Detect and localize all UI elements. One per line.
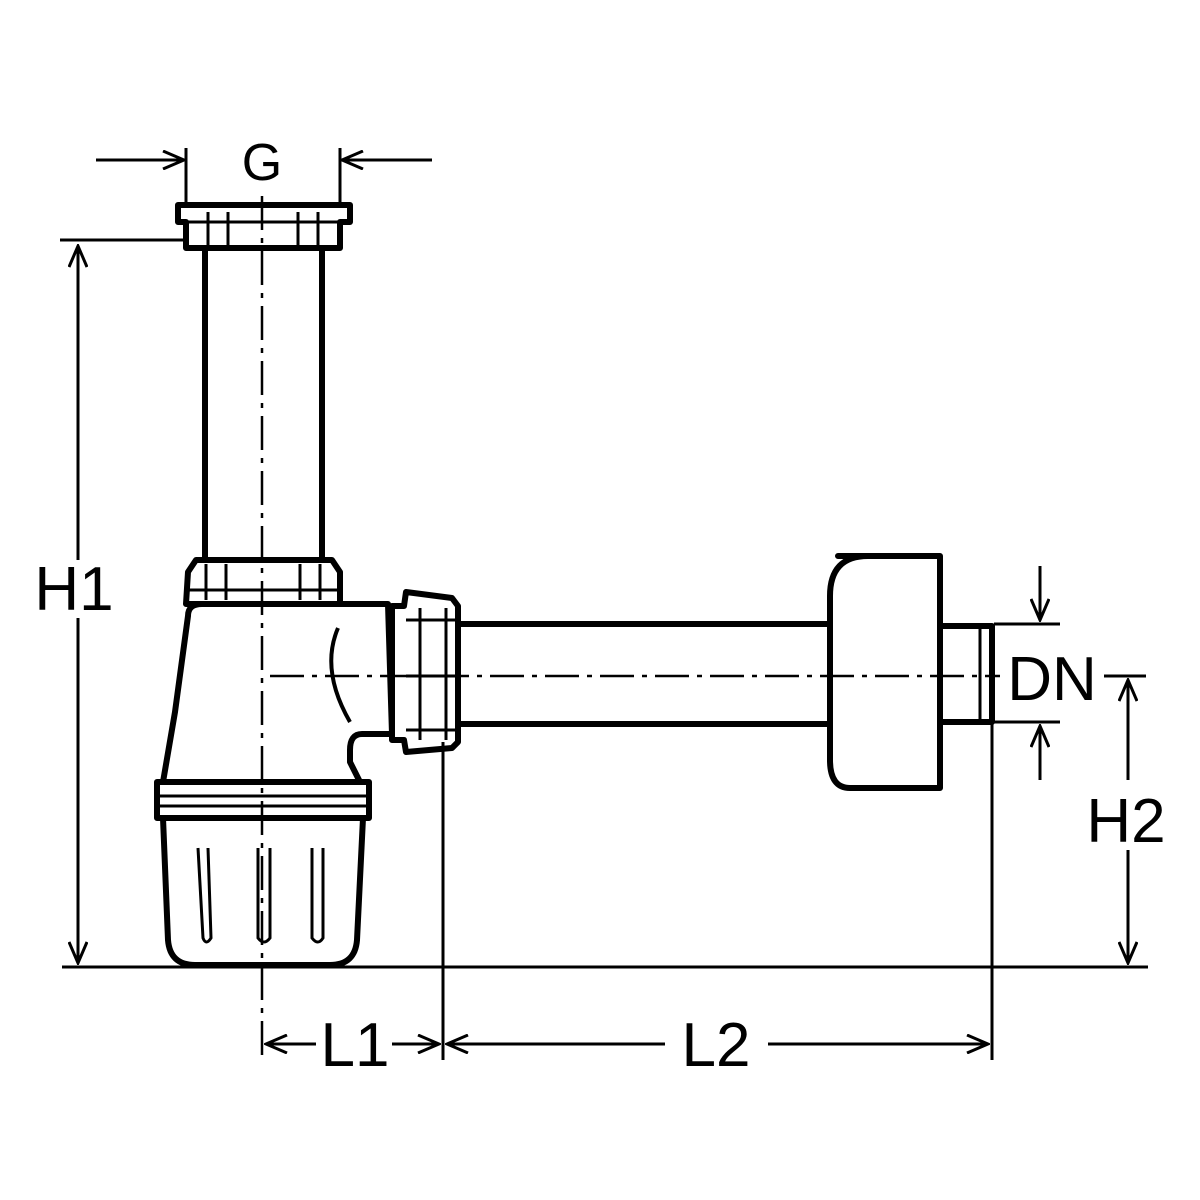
- trap-body: [154, 601, 395, 968]
- trap-upper-body: [160, 601, 395, 785]
- dimension-h1: H1: [34, 238, 184, 963]
- top-flange-nut: [175, 202, 353, 251]
- tailpiece-assembly: [175, 202, 353, 607]
- dimension-g: G: [96, 134, 432, 205]
- tailpiece-tube: [202, 243, 325, 563]
- dimension-l1: L1: [266, 742, 445, 1080]
- label-h2: H2: [1086, 787, 1165, 856]
- dip-tube-curve: [329, 627, 352, 723]
- dimension-h2: H2: [1086, 674, 1166, 963]
- label-h1: H1: [34, 555, 113, 624]
- label-g: G: [242, 134, 282, 192]
- outlet-nut: [389, 589, 461, 755]
- pipe-end-stub: [937, 623, 995, 725]
- cup-ribs: [196, 847, 325, 944]
- dimension-dn: DN: [994, 566, 1097, 780]
- label-l1: L1: [321, 1011, 390, 1080]
- label-dn: DN: [1007, 645, 1097, 714]
- dimension-l2: L2: [447, 722, 994, 1080]
- wall-rosette: [827, 553, 943, 791]
- label-l2: L2: [682, 1011, 751, 1080]
- outlet-pipe: [455, 621, 833, 727]
